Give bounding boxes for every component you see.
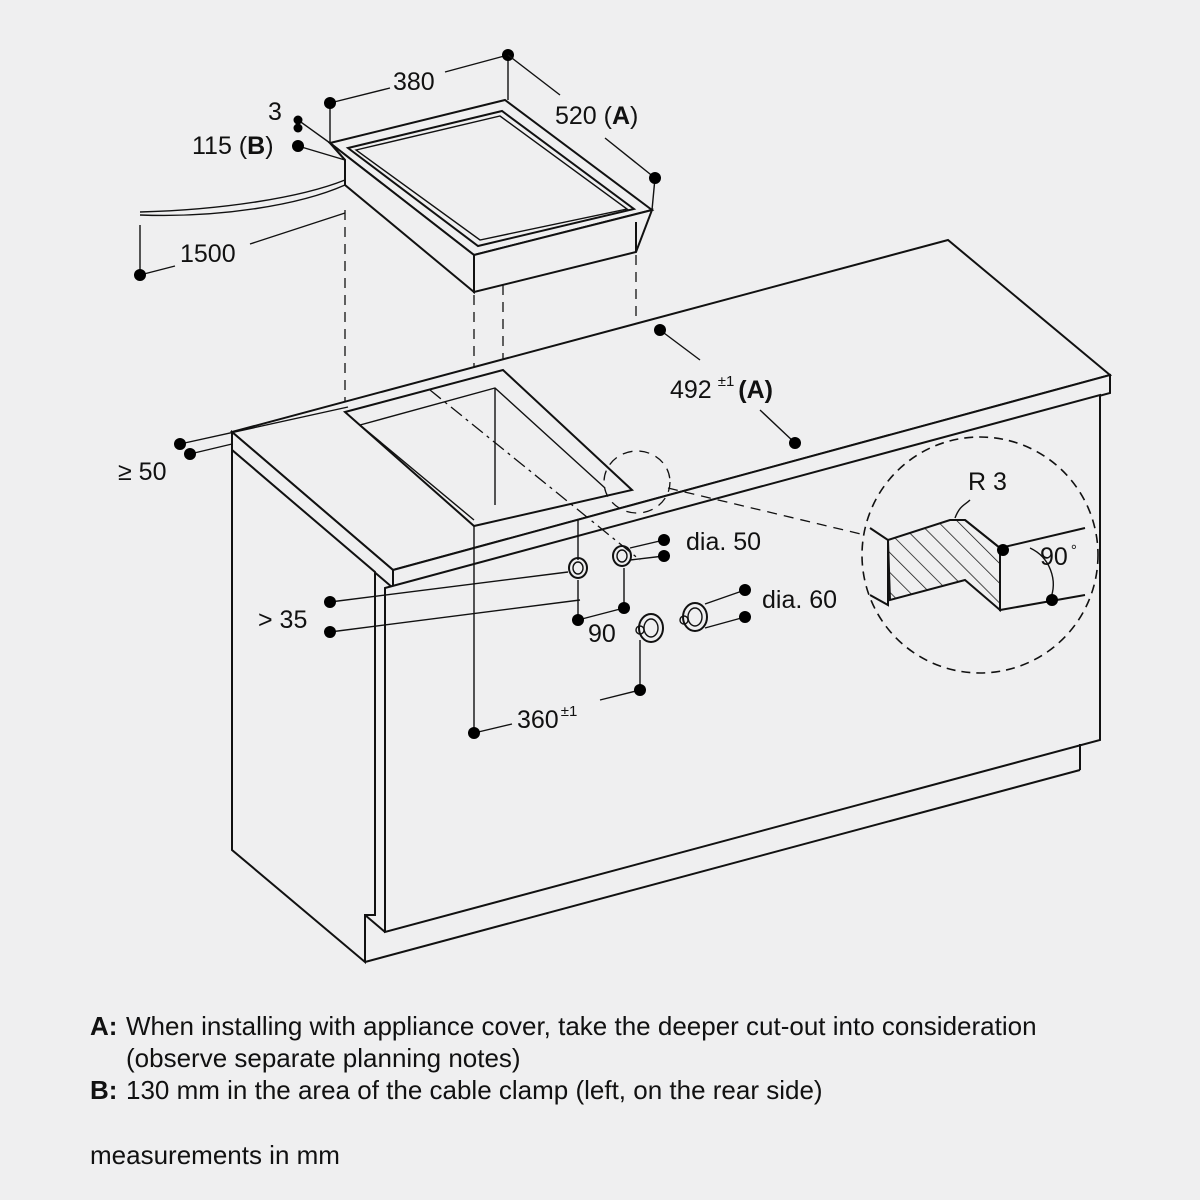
dim-35-label: > 35 xyxy=(258,606,307,634)
dim-520: 520 (A) xyxy=(507,54,661,211)
note-b: B: 130 mm in the area of the cable clamp… xyxy=(90,1074,1090,1106)
radius-label: R 3 xyxy=(968,468,1007,496)
dim-115-label: 115 (B) xyxy=(192,132,274,160)
dim-50: ≥ 50 xyxy=(118,406,349,486)
dim-dia-50: dia. 50 xyxy=(629,528,761,562)
dim-dia-60: dia. 60 xyxy=(704,584,837,629)
dim-492-label: 492±1(A) xyxy=(670,373,773,404)
note-a-text: When installing with appliance cover, ta… xyxy=(126,1011,1037,1073)
dim-90-spacing: 90 xyxy=(572,568,630,648)
note-b-key: B: xyxy=(90,1075,118,1105)
detail-marker xyxy=(603,450,671,514)
dim-height: 3 115 (B) xyxy=(192,98,346,161)
dim-3-label: 3 xyxy=(268,98,282,126)
dim-1500: 1500 xyxy=(134,212,346,281)
dim-1500-label: 1500 xyxy=(180,240,236,268)
angle-label: 90° xyxy=(1040,542,1077,571)
hob-frame-inner xyxy=(345,109,637,248)
dim-360: 360±1 xyxy=(468,526,646,739)
note-a: A: When installing with appliance cover,… xyxy=(90,1010,1090,1074)
detail-view: R 3 90° xyxy=(861,436,1099,674)
dim-520-label: 520 (A) xyxy=(555,102,638,130)
hob-glass xyxy=(354,115,629,241)
note-b-text: 130 mm in the area of the cable clamp (l… xyxy=(126,1075,823,1105)
dim-50-label: ≥ 50 xyxy=(118,458,166,486)
installation-diagram: 380 520 (A) 3 115 (B) 1500 xyxy=(118,49,1113,965)
dim-492: 492±1(A) xyxy=(654,324,801,449)
dim-360-label: 360±1 xyxy=(517,703,577,734)
dia-60-label: dia. 60 xyxy=(762,586,837,614)
units-note: measurements in mm xyxy=(90,1140,340,1170)
footnotes: A: When installing with appliance cover,… xyxy=(90,1010,1090,1106)
appliance-hob xyxy=(327,98,655,295)
spacing-90-label: 90 xyxy=(588,620,616,648)
mains-cable xyxy=(139,184,346,217)
dim-380-label: 380 xyxy=(393,68,435,96)
center-axis xyxy=(429,389,641,561)
connection-bores xyxy=(568,545,708,643)
worktop-cutout xyxy=(342,368,635,528)
dia-50-label: dia. 50 xyxy=(686,528,761,556)
note-a-key: A: xyxy=(90,1011,118,1041)
dim-35: > 35 xyxy=(258,571,581,638)
